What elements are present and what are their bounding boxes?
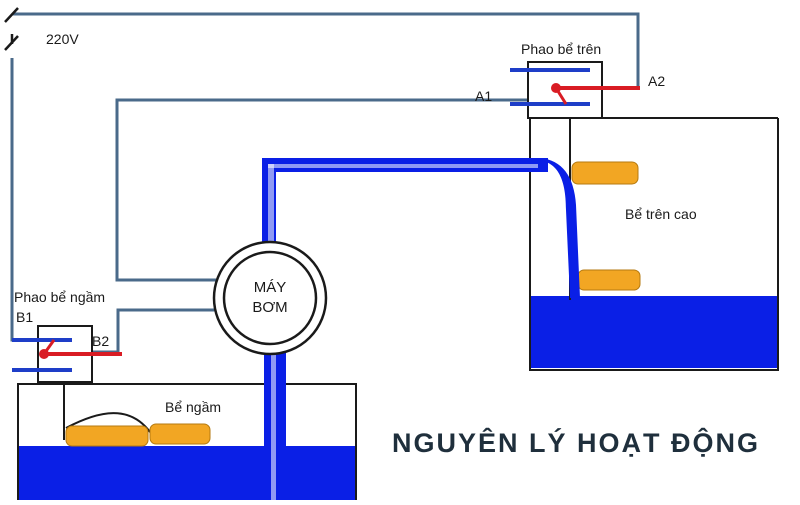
upper-tank-water <box>530 296 778 368</box>
wire-a1-to-pump <box>115 98 540 282</box>
wire-b2-to-pump <box>92 308 222 354</box>
upper-tank <box>529 117 779 371</box>
pump: MÁY BƠM <box>212 240 328 356</box>
upper-tank-label: Bể trên cao <box>625 206 697 222</box>
diagram-title: NGUYÊN LÝ HOẠT ĐỘNG <box>392 427 760 458</box>
lower-tank <box>17 383 357 500</box>
pump-label-line1: MÁY <box>254 279 287 296</box>
terminal-a2-label: A2 <box>648 73 665 89</box>
terminal-b1-label: B1 <box>16 309 33 325</box>
lower-float-switch <box>12 325 122 383</box>
water-stream <box>538 158 580 298</box>
lower-float-right <box>149 423 211 445</box>
water-pipes <box>262 158 580 500</box>
upper-float-switch <box>510 61 640 119</box>
power-switch <box>4 7 19 51</box>
lower-tank-outline <box>17 383 357 500</box>
lower-tank-water-right <box>286 446 356 500</box>
voltage-label: 220V <box>46 31 79 47</box>
upper-float-bottom <box>577 269 641 291</box>
pump-inner-ring <box>222 250 318 346</box>
lower-tank-label: Bể ngầm <box>165 399 221 415</box>
upper-float-label: Phao bể trên <box>521 41 601 57</box>
terminal-b2-label: B2 <box>92 333 109 349</box>
lower-float-cable <box>63 380 151 440</box>
terminal-a1-label: A1 <box>475 88 492 104</box>
lower-float-label: Phao bể ngầm <box>14 289 105 305</box>
upper-float-top <box>571 161 639 185</box>
pump-label-line2: BƠM <box>252 299 287 316</box>
outlet-pipe <box>262 158 548 250</box>
upper-tank-outline <box>529 118 779 371</box>
lower-float-left <box>65 425 149 447</box>
lower-tank-water-left <box>18 446 264 500</box>
